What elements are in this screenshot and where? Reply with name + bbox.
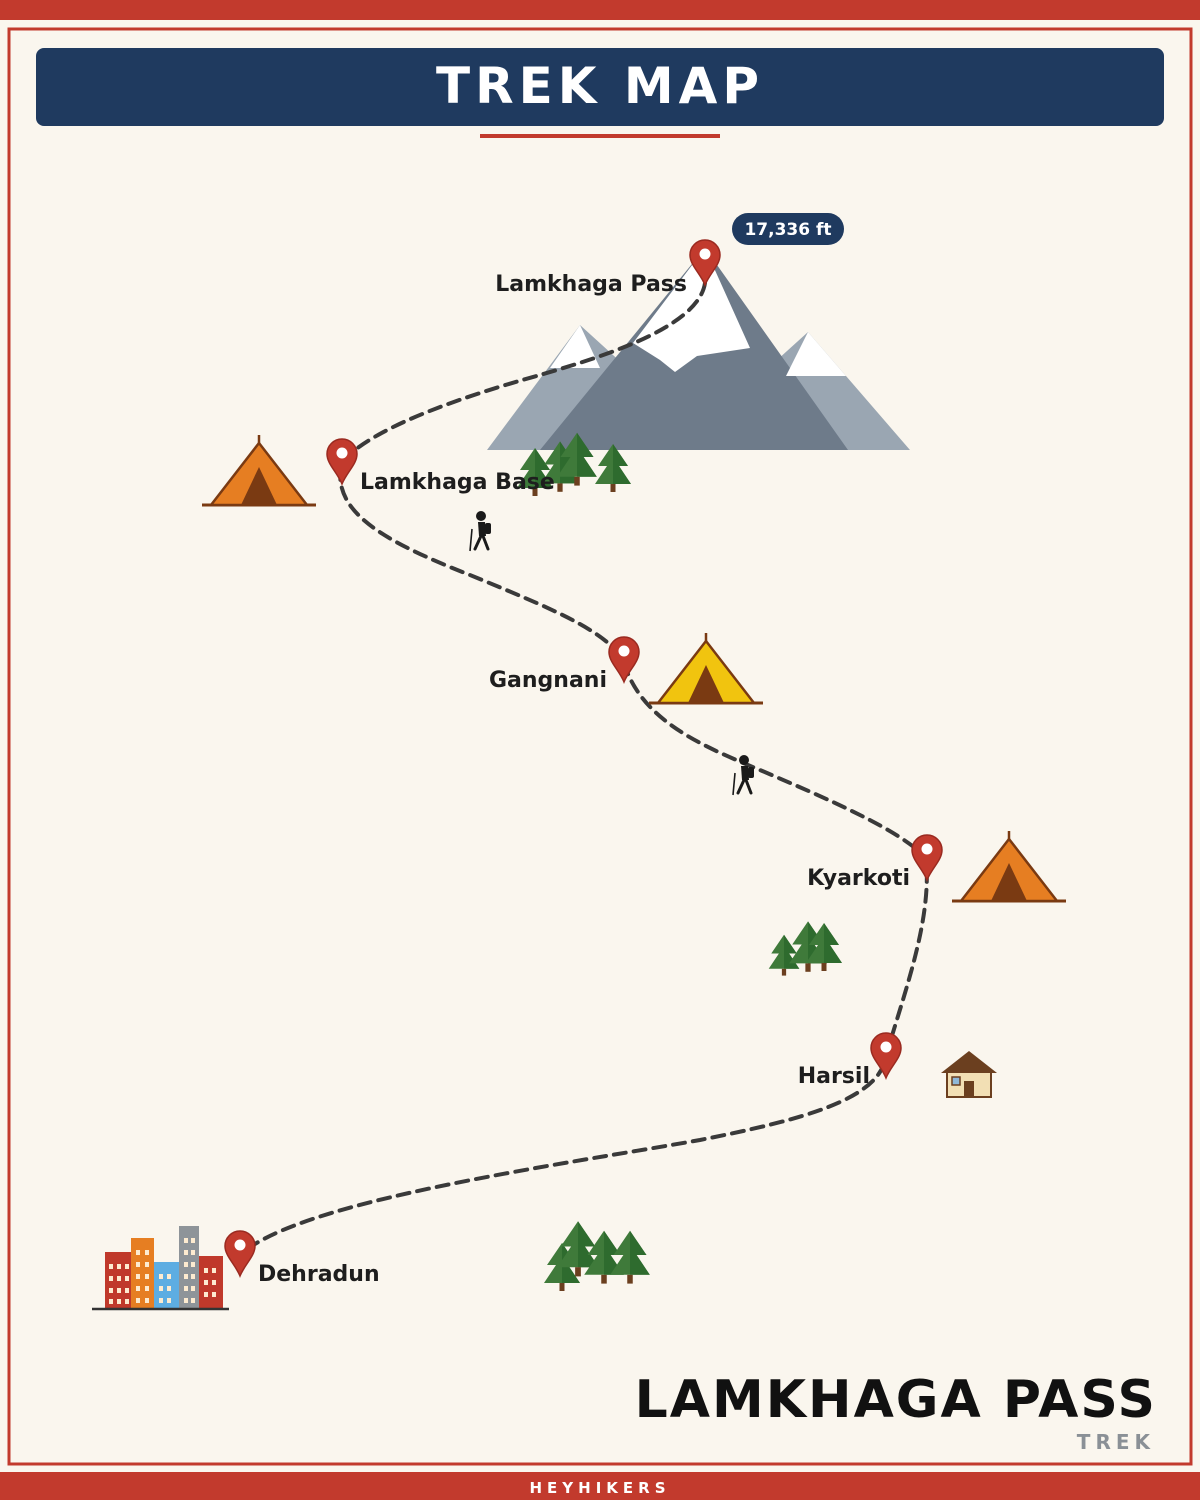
trek-title: LAMKHAGA PASS [635, 1370, 1157, 1430]
header-underline [480, 134, 720, 138]
header-bar [36, 48, 1164, 126]
city-buildings-icon [92, 1226, 229, 1311]
tent-icon [202, 435, 316, 507]
pin-icon[interactable] [326, 438, 358, 485]
tent-icon [952, 831, 1066, 903]
pin-icon[interactable] [911, 834, 943, 881]
waypoint-label: Gangnani [489, 668, 607, 693]
tree-cluster-icon [768, 921, 842, 976]
pin-icon[interactable] [224, 1230, 256, 1277]
tree-cluster-icon [544, 1221, 650, 1291]
poster-border [7, 27, 1193, 1466]
elevation-badge: 17,336 ft [732, 213, 844, 245]
pin-icon[interactable] [870, 1032, 902, 1079]
trek-route-path [238, 281, 929, 1257]
bottom-band [0, 1472, 1200, 1500]
elevation-text: 17,336 ft [744, 220, 831, 240]
trek-subtitle: TREK [1077, 1430, 1155, 1454]
waypoint-label: Lamkhaga Pass [495, 272, 687, 297]
waypoint-label: Harsil [798, 1064, 870, 1089]
hiker-icon [468, 509, 493, 553]
waypoint-label: Lamkhaga Base [360, 470, 555, 495]
waypoint-label: Dehradun [258, 1262, 380, 1287]
header-title: TREK MAP [436, 57, 764, 115]
hiker-icon [731, 753, 756, 797]
tent-icon [649, 633, 763, 705]
waypoint-label: Kyarkoti [807, 866, 910, 891]
house-icon [941, 1051, 997, 1098]
pin-icon[interactable] [608, 636, 640, 683]
brand-name: HEYHIKERS [529, 1479, 670, 1497]
top-band [0, 0, 1200, 20]
